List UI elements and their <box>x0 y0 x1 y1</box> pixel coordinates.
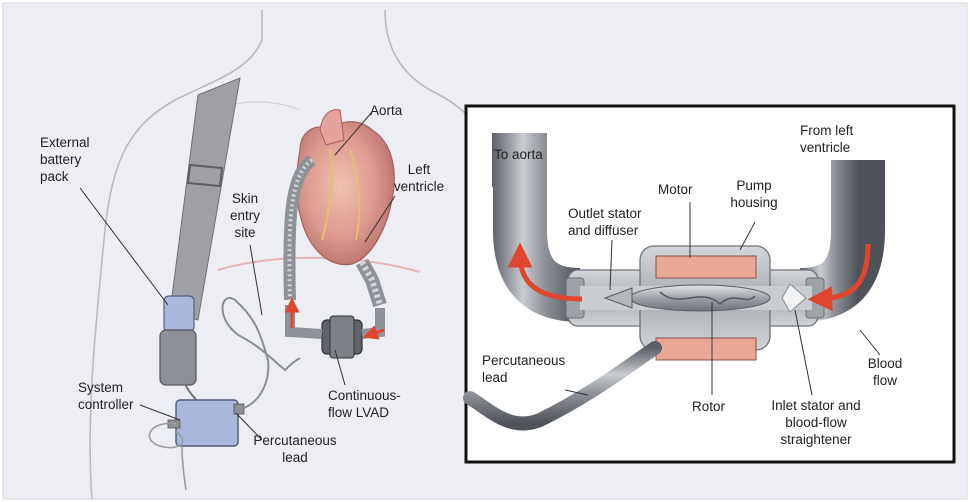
inlet-stator <box>781 283 807 313</box>
controller-cable-down <box>181 445 187 491</box>
label-continuous-flow-lvad: Continuous- flow LVAD <box>328 388 401 420</box>
label-percutaneous-lead-left: Percutaneous lead <box>253 433 337 465</box>
controller-cable-loop <box>148 422 184 449</box>
label-inlet-stator: Inlet stator and blood-flow straightener <box>771 398 861 447</box>
inflow-cannula-rings <box>359 260 383 306</box>
torso-outline <box>89 9 471 500</box>
rotor-blades <box>659 291 756 306</box>
system-controller <box>167 399 245 447</box>
flow-arrow-left-in <box>362 325 385 340</box>
motor-top <box>655 255 757 279</box>
outflow-graft-highlight <box>287 158 314 301</box>
rotor <box>629 284 771 312</box>
percutaneous-lead-left <box>221 297 301 409</box>
left-leader-lines <box>79 111 396 441</box>
percutaneous-lead-right <box>463 341 662 431</box>
label-aorta: Aorta <box>370 103 403 118</box>
heart <box>296 109 395 266</box>
label-rotor: Rotor <box>692 399 726 414</box>
chest-line <box>217 256 421 273</box>
motor-bottom <box>655 337 757 361</box>
label-percutaneous-lead-right: Percutaneous lead <box>482 353 566 385</box>
battery-pack <box>159 295 197 386</box>
label-pump-housing: Pump housing <box>730 178 778 210</box>
outlet-stator <box>603 287 633 309</box>
outflow-tube <box>492 133 582 322</box>
label-from-left-ventricle: From left ventricle <box>800 123 854 155</box>
label-blood-flow: Blood flow <box>867 356 903 388</box>
label-outlet-stator: Outlet stator and diffuser <box>568 206 642 238</box>
label-left-ventricle: Left ventricle <box>393 162 445 194</box>
label-motor: Motor <box>658 182 693 197</box>
right-leader-lines <box>564 202 881 396</box>
label-skin-entry-site: Skin entry site <box>229 191 260 240</box>
label-external-battery-pack: External battery pack <box>40 135 90 184</box>
blood-flow-arrows <box>507 242 871 312</box>
battery-strap <box>169 77 241 321</box>
label-to-aorta: To aorta <box>494 147 543 162</box>
label-system-controller: System controller <box>78 380 134 412</box>
strap-buckle <box>186 163 224 188</box>
